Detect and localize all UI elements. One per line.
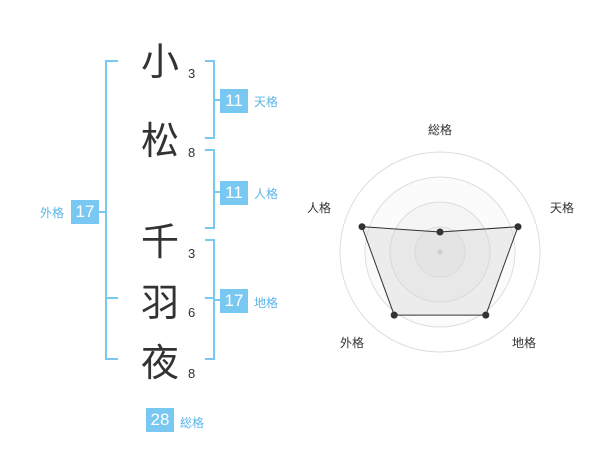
- radar-point-2: [482, 311, 490, 319]
- radar-axis-label-gai: 外格: [340, 335, 364, 350]
- radar-point-0: [436, 228, 444, 236]
- char-5-strokes: 8: [188, 366, 196, 381]
- chi-value: 17: [220, 289, 248, 313]
- jin-label: 人格: [254, 187, 279, 201]
- char-1-strokes: 3: [188, 66, 196, 81]
- chi-label: 地格: [254, 296, 279, 310]
- char-3: 千: [141, 220, 180, 264]
- radar-point-4: [358, 223, 366, 231]
- jin-bracket: [205, 149, 215, 229]
- ten-value: 11: [220, 89, 248, 113]
- char-5: 夜: [141, 341, 180, 385]
- gai-value: 17: [71, 200, 99, 224]
- sou-label: 総格: [180, 416, 205, 430]
- radar-axis-label-chi: 地格: [512, 335, 536, 350]
- radar-point-1: [514, 223, 522, 231]
- ten-label: 天格: [254, 95, 279, 109]
- sou-value: 28: [146, 408, 174, 432]
- gai-bracket: [105, 60, 118, 360]
- radar-point-3: [390, 311, 398, 319]
- radar-axis-label-ten: 天格: [550, 200, 574, 215]
- radar-axis-label-jin: 人格: [307, 200, 331, 215]
- char-4: 羽: [141, 281, 180, 325]
- radar-polygon: [361, 226, 519, 316]
- radar-center: [437, 249, 443, 255]
- char-1: 小: [141, 40, 180, 84]
- char-2: 松: [141, 119, 180, 163]
- char-4-strokes: 6: [188, 305, 196, 320]
- radar-axis-label-sou: 総格: [428, 122, 452, 137]
- char-2-strokes: 8: [188, 145, 196, 160]
- jin-value: 11: [220, 181, 248, 205]
- gai-label: 外格: [40, 206, 65, 220]
- char-3-strokes: 3: [188, 246, 196, 261]
